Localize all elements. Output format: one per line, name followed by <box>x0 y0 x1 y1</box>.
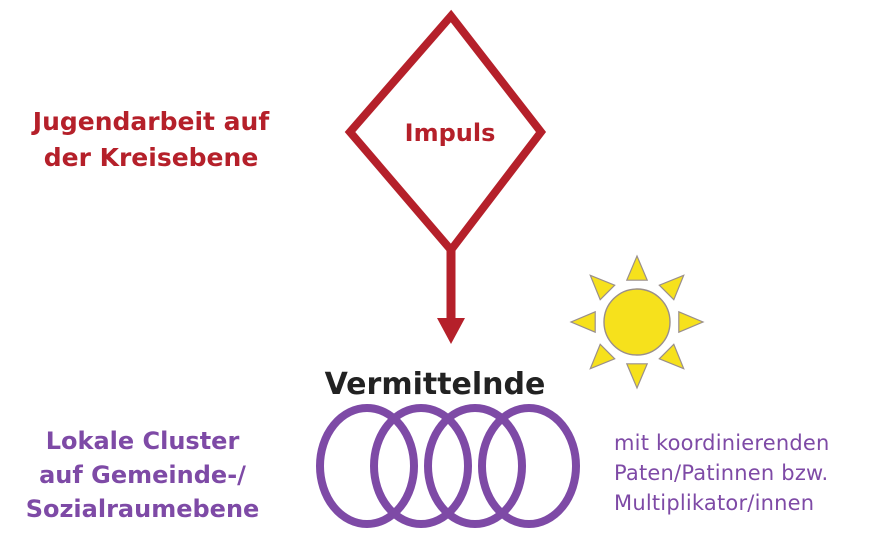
cluster-line-1: Lokale Cluster <box>45 427 240 455</box>
kreisebene-line-1: Jugendarbeit auf <box>32 107 270 136</box>
paten-line-2: Paten/Patinnen bzw. <box>614 461 829 485</box>
paten-line-3: Multiplikator/innen <box>614 491 815 515</box>
cluster-label: Lokale Cluster auf Gemeinde-/ Sozialraum… <box>0 424 285 526</box>
kreisebene-line-2: der Kreisebene <box>43 143 259 172</box>
arrow-head <box>437 318 465 344</box>
ring <box>424 404 526 528</box>
ring <box>478 404 580 528</box>
paten-label: mit koordinierenden Paten/Patinnen bzw. … <box>614 428 830 518</box>
sun-ray <box>625 363 649 390</box>
ring <box>370 404 472 528</box>
sun-ray <box>678 310 705 334</box>
sun-ray <box>589 274 616 301</box>
paten-line-1: mit koordinierenden <box>614 431 830 455</box>
sun-icon <box>569 254 705 390</box>
interlocking-rings-icon <box>316 404 580 528</box>
vermittelnde-label: Vermittelnde <box>324 367 546 402</box>
impuls-label: Impuls <box>404 119 496 147</box>
sun-ray <box>658 274 685 301</box>
sun-ray <box>569 310 596 334</box>
sun-ray <box>658 343 685 370</box>
sun-ray <box>589 343 616 370</box>
cluster-line-2: auf Gemeinde-/ <box>39 461 246 489</box>
ring <box>316 404 418 528</box>
kreisebene-label: Jugendarbeit auf der Kreisebene <box>20 104 282 176</box>
sun-disc <box>603 288 671 356</box>
down-arrow-icon <box>437 250 465 344</box>
sun-ray <box>625 254 649 281</box>
cluster-line-3: Sozialraumebene <box>25 495 260 523</box>
